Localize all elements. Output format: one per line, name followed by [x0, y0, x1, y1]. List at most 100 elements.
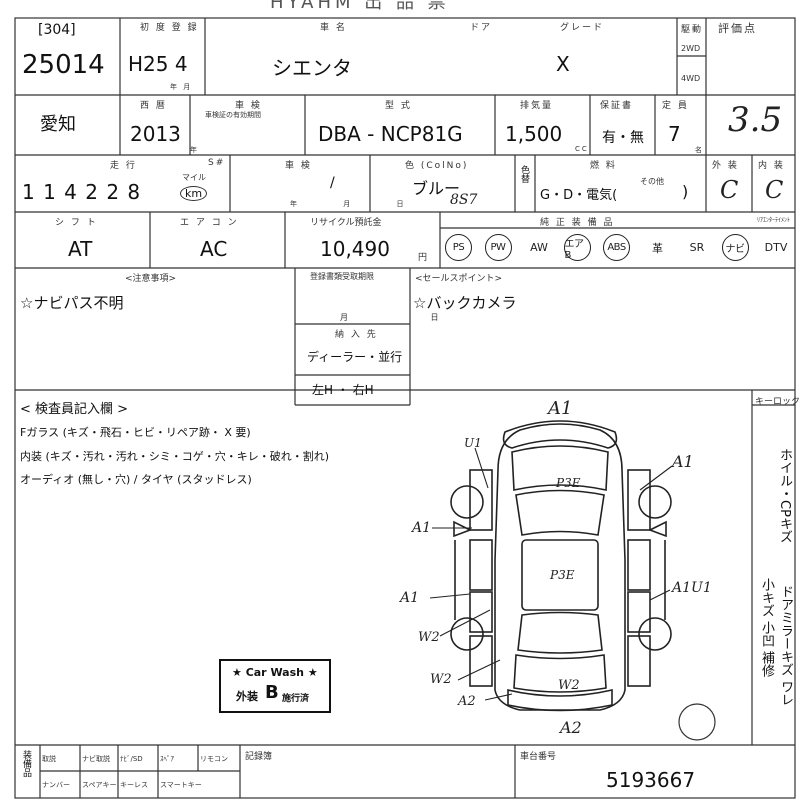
equipment-item: DTV [764, 241, 788, 254]
side-note-mirror: ドアミラーキズ ワレ [778, 585, 793, 707]
mileage-label: 走 行 [110, 161, 137, 171]
right-mirror [648, 520, 667, 538]
fuel-other: その他 [640, 177, 664, 186]
footer-item: ナビ取説 [82, 755, 110, 763]
sheet-title: HYAHM 出 品 票 [270, 0, 450, 13]
mark-leader-w2-bottom-left [457, 659, 501, 681]
footer-item: スペアキー [82, 781, 117, 789]
mark-a1-left2: A1 [400, 590, 420, 606]
mark-leader-a1-left2 [429, 593, 471, 599]
warranty-label: 保証書 [600, 101, 634, 111]
sales-label: <セールスポイント> [415, 274, 503, 284]
ac-value: AC [200, 237, 228, 261]
recheck-label: 登録書類受取期限 [310, 272, 374, 281]
equipment-item: ナビ [721, 234, 749, 261]
inspection-line-2: 内装 (キズ・汚れ・汚れ・シミ・コゲ・穴・キレ・破れ・割れ) [20, 450, 330, 463]
mark-leader-w2-left [439, 609, 491, 637]
notice-text: ☆ナビパス不明 [20, 294, 124, 312]
tailgate [513, 654, 607, 693]
left-front-fender [469, 469, 493, 531]
shift-label: シ フ ト [55, 218, 98, 228]
capacity-value: 7 [668, 122, 681, 146]
delivery-label: 納 入 先 [335, 330, 378, 340]
inspection-label: 車 検 [235, 101, 262, 111]
door-label: ドア [470, 23, 493, 33]
equipment-item: 革 [652, 241, 663, 255]
side-note-scratch: 小キズ 小凹 補修 [759, 578, 774, 678]
wheel-front-left [450, 485, 484, 519]
mark-leader-a1u1 [649, 589, 671, 601]
color-label: 色 (ColNo) [405, 161, 469, 171]
left-rear-fender [469, 635, 493, 687]
interior-value: C [765, 176, 784, 204]
interior-label: 内 装 [758, 161, 785, 171]
fuel-label: 燃 料 [590, 161, 617, 171]
footer-item: スマートキー [160, 781, 202, 789]
recycle-yen: 円 [418, 253, 430, 263]
recycle-label: リサイクル預託金 [310, 218, 382, 228]
lot-number: 25014 [22, 50, 105, 80]
wheel-rear-right [638, 617, 672, 651]
year-value: 2013 [130, 122, 181, 146]
inspection-line-3: オーディオ (無し・穴) / タイヤ (スタッドレス) [20, 473, 252, 486]
right-front-door [627, 539, 651, 591]
capacity-label: 定 員 [662, 101, 689, 111]
score-label: 評価点 [718, 22, 757, 35]
footer-item: リモコン [200, 755, 228, 763]
shift-value: AT [68, 237, 93, 261]
equipment-item: エアB [563, 234, 591, 261]
mark-a1-right: A1 [672, 452, 694, 471]
footer-item: キーレス [120, 781, 148, 789]
displacement-unit: CC [575, 145, 589, 153]
sales-text: ☆バックカメラ [413, 294, 517, 312]
type-value: DBA - NCP81G [318, 122, 463, 146]
equipment-item: PS [445, 234, 472, 261]
year-label: 西 暦 [140, 101, 167, 111]
drive-2wd: 2WD [681, 44, 701, 53]
wheel-front-right [638, 485, 672, 519]
mark-u1: U1 [464, 436, 482, 450]
mark-p3e-mid: P3E [550, 568, 575, 582]
type-label: 型 式 [385, 101, 412, 111]
fuel-end: ) [682, 182, 689, 201]
record-label: 記録簿 [245, 752, 273, 762]
mark-w2-bottom: W2 [558, 678, 580, 693]
right-rear-door [627, 591, 651, 633]
footer-item: 取説 [42, 755, 56, 763]
dtv-label: ﾘｱｴﾝﾀｰﾃｲﾒﾝﾄ [757, 217, 791, 224]
inspect-unit: 年 月 日 [290, 200, 426, 208]
first-reg-label: 初 度 登 録 [140, 23, 199, 33]
notice-label: <注意事項> [125, 274, 177, 284]
footer-item: ﾅﾋﾞ/SD [120, 755, 143, 763]
hood [511, 445, 609, 491]
left-front-door [469, 539, 493, 591]
equipment-item: AW [530, 241, 548, 254]
right-rear-fender [627, 635, 651, 687]
odometer-label: S# [208, 158, 226, 168]
capacity-unit: 名 [695, 146, 704, 154]
car-wash-post: 施行済 [282, 694, 310, 704]
rear-bumper [507, 688, 613, 712]
mileage-unit-sub: マイル [182, 173, 206, 182]
ac-label: エ ア コ ン [180, 218, 239, 228]
footer-item: ｽﾍﾟｱ [160, 755, 174, 763]
exterior-value: C [720, 176, 739, 204]
chassis-label: 車台番号 [520, 752, 557, 762]
car-body-outline [494, 423, 626, 711]
warranty-value: 有・無 [602, 130, 644, 146]
exterior-label: 外 装 [712, 161, 739, 171]
lot-label: [304] [38, 22, 76, 38]
first-reg-value: H25 4 [128, 52, 188, 76]
side-note-wheel: ホイル・CPキズ [777, 448, 792, 543]
footer-equipment-label: 装備品 [21, 750, 31, 777]
inspection-sub: 車検証の有効期間 [205, 111, 261, 119]
first-reg-unit: 年 月 [170, 83, 193, 91]
footer-item: ナンバー [42, 781, 70, 789]
drive-label: 駆動 [681, 25, 704, 35]
recycle-value: 10,490 [320, 237, 390, 261]
grade-label: グレード [560, 23, 605, 33]
equipment-item: SR [689, 241, 705, 254]
handle-side: 左H ・ 右H [312, 383, 374, 397]
wheel-rear-left [450, 617, 484, 651]
score-value: 3.5 [728, 100, 783, 140]
